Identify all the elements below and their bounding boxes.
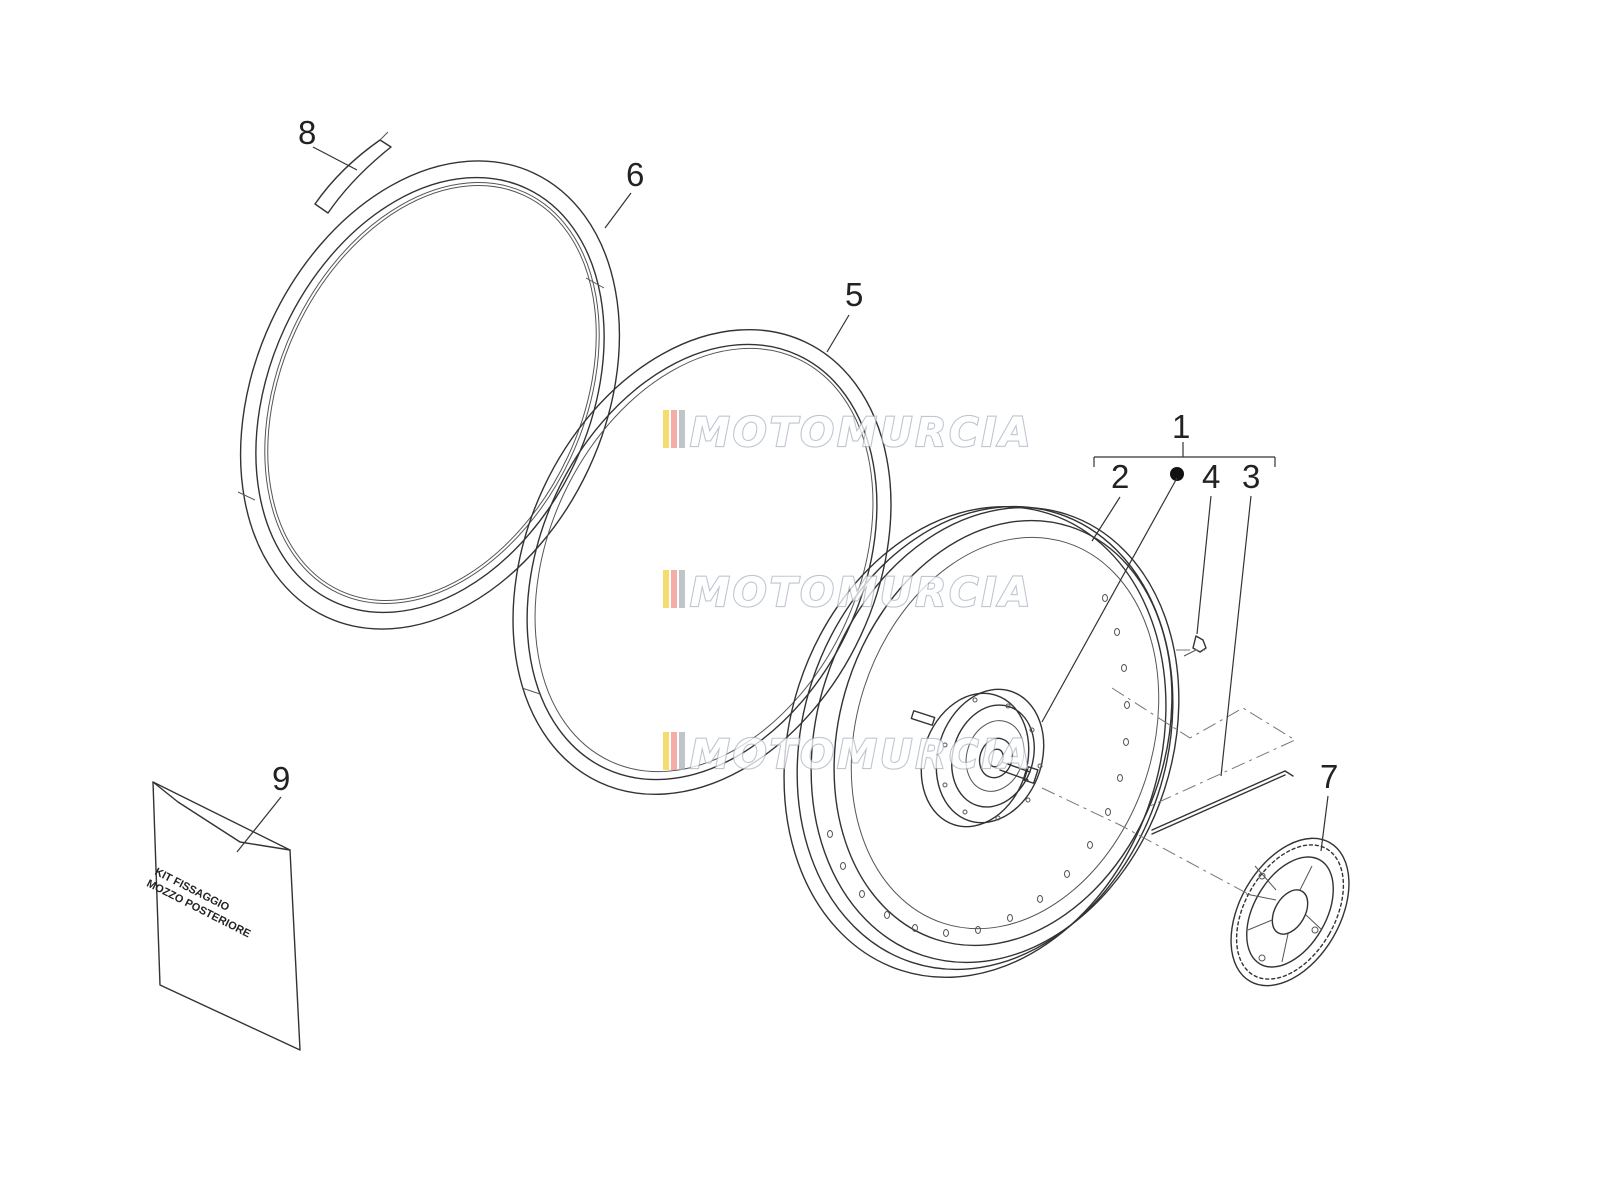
wheel-rim-part-2 [783, 505, 1180, 979]
callout-6: 6 [626, 156, 644, 193]
watermark-1: MOTOMURCIA [663, 409, 1033, 457]
callout-9: 9 [272, 760, 290, 797]
tire-part-6 [237, 160, 621, 630]
watermark-text: MOTOMURCIA [690, 410, 1033, 456]
watermark-text: MOTOMURCIA [690, 570, 1033, 616]
watermark-stripe [671, 410, 677, 448]
leader-lines [236, 146, 1329, 853]
callout-numbers: 8 6 5 1 2 4 3 7 9 [272, 114, 1338, 797]
watermark-text: MOTOMURCIA [690, 732, 1033, 778]
brake-disc-part-7 [1230, 837, 1350, 987]
watermark-stripe [671, 732, 677, 770]
rim-strip-part-8 [314, 131, 392, 214]
watermark-stripe [663, 732, 669, 770]
watermark-3: MOTOMURCIA [663, 731, 1033, 779]
watermark-stripe [679, 410, 685, 448]
assembly-center-lines [1041, 649, 1297, 896]
callout-5: 5 [845, 276, 863, 313]
callout-2: 2 [1111, 458, 1129, 495]
callout-7: 7 [1320, 758, 1338, 795]
assembly-bracket-1 [1093, 442, 1276, 481]
watermark-stripe [663, 570, 669, 608]
valve-part-4 [1183, 635, 1207, 657]
hub-motor [910, 688, 1045, 828]
callout-1: 1 [1172, 408, 1190, 445]
watermark-stripe [671, 570, 677, 608]
callout-3: 3 [1242, 458, 1260, 495]
bullet-marker [1170, 467, 1184, 481]
spoke-holes [827, 594, 1130, 937]
spoke-part-3 [1151, 770, 1294, 835]
callout-4: 4 [1202, 458, 1220, 495]
watermark-2: MOTOMURCIA [663, 569, 1033, 617]
watermark-stripe [663, 410, 669, 448]
fixing-kit-bag-part-9: KIT FISSAGGIO MOZZO POSTERIORE [145, 781, 301, 1051]
watermark-stripe [679, 570, 685, 608]
inner-tube-part-5 [512, 328, 892, 796]
watermark-stripe [679, 732, 685, 770]
callout-8: 8 [298, 114, 316, 151]
